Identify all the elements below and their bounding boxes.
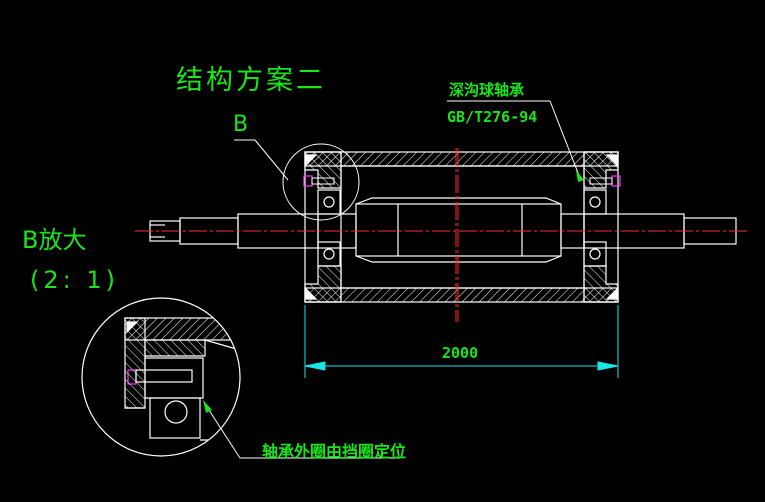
shell-bottom-wall — [304, 287, 619, 303]
left-cap-hatch-top — [304, 151, 342, 189]
bearing-ball — [323, 248, 335, 260]
note-leader — [204, 403, 400, 459]
detail-mark-label: B — [233, 112, 249, 137]
detail-circle-b — [282, 143, 360, 221]
roller-assembly — [149, 151, 737, 303]
bearing-ball — [589, 196, 601, 208]
bearing-standard: GB/T276-94 — [447, 108, 538, 126]
bearing-leader — [447, 100, 581, 179]
detail-b-enlarged — [81, 297, 241, 457]
drawing-title: 结构方案二 — [176, 65, 326, 96]
detail-scale: (2: 1) — [30, 266, 119, 294]
centerlines — [135, 148, 750, 322]
dimension-value: 2000 — [442, 344, 479, 362]
detail-title: B放大 — [22, 226, 87, 254]
bearing-note: 轴承外圈由挡圈定位 — [262, 442, 407, 461]
bearing-name: 深沟球轴承 — [449, 81, 525, 99]
bearing-ball — [323, 196, 335, 208]
dimension-2000 — [304, 305, 619, 378]
bearing-ball — [589, 248, 601, 260]
right-cap-hatch-top — [583, 151, 619, 189]
